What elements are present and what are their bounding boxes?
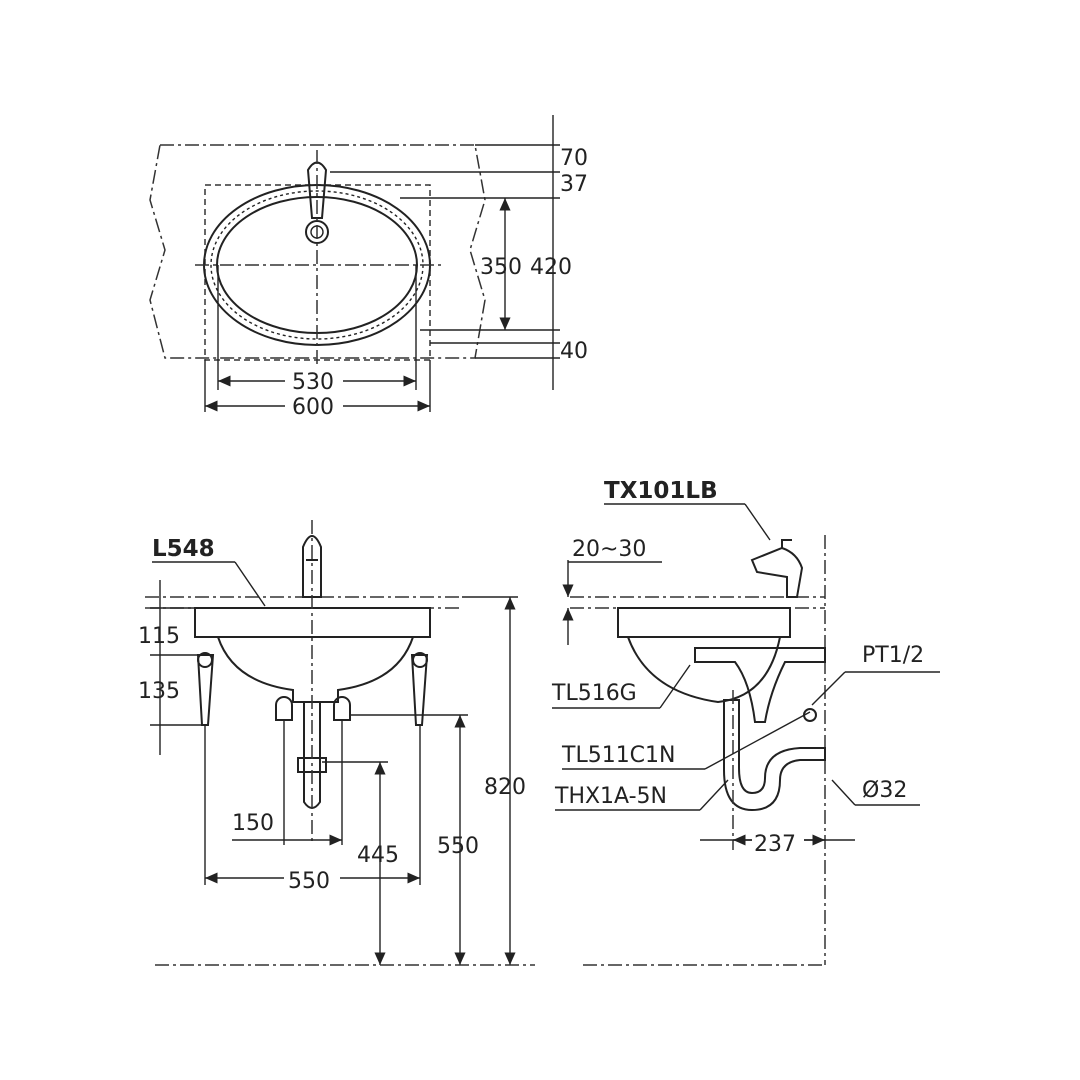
dim-350: 350	[480, 255, 522, 280]
gap-label: 20~30	[572, 537, 646, 562]
dim-135: 135	[138, 679, 180, 704]
dim-37: 37	[560, 172, 588, 197]
dim-820: 820	[484, 775, 526, 800]
pipe-diameter-label: Ø32	[862, 778, 907, 803]
part-tl516g: TL516G	[551, 681, 637, 706]
basin-side-rim	[617, 607, 791, 638]
basin-model-label: L548	[152, 536, 215, 562]
front-view: L548 115 135 150 550 445 550 820	[138, 520, 535, 966]
dim-445: 445	[357, 843, 399, 868]
dim-530: 530	[292, 370, 334, 395]
part-pt12: PT1/2	[862, 643, 924, 668]
wall-bracket-icon	[694, 647, 826, 723]
basin-bowl	[217, 636, 414, 703]
faucet-side-icon	[750, 539, 804, 598]
dim-115: 115	[138, 624, 180, 649]
dim-150: 150	[232, 811, 274, 836]
right-valve-icon	[333, 696, 351, 721]
faucet-top-icon	[306, 161, 328, 219]
dim-237: 237	[754, 832, 796, 857]
dim-600: 600	[292, 395, 334, 420]
part-tl511c1n: TL511C1N	[561, 743, 676, 768]
left-valve-icon	[275, 696, 293, 721]
left-bracket-icon	[196, 654, 215, 726]
part-thx1a-5n: THX1A-5N	[554, 784, 667, 809]
dim-420: 420	[530, 255, 572, 280]
dim-40: 40	[560, 339, 588, 364]
right-bracket-icon	[410, 654, 429, 726]
basin-side-bowl	[627, 636, 781, 704]
faucet-front-icon	[302, 535, 322, 598]
side-view: TX101LB 20~30 PT1/2 TL516G TL511C1N THX1…	[551, 478, 940, 966]
dim-550-vertical: 550	[437, 834, 479, 859]
dim-70: 70	[560, 146, 588, 171]
side-trap-icon	[723, 699, 826, 812]
top-view: 70 37 350 420 40 530 600	[149, 115, 588, 420]
faucet-model-label: TX101LB	[604, 478, 718, 504]
dim-550-horizontal: 550	[288, 869, 330, 894]
